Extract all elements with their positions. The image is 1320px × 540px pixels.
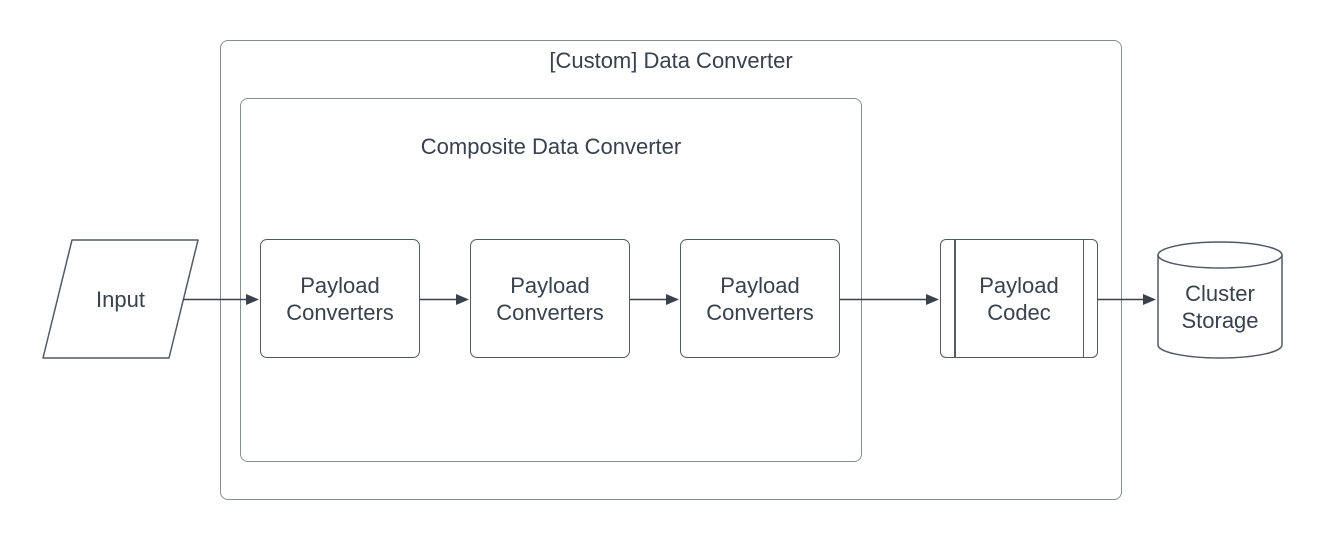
payload-converters-node-2: Payload Converters <box>470 239 630 358</box>
arrowhead-icon <box>666 294 679 305</box>
connector-converters2-to-converters3 <box>630 294 679 305</box>
cluster-storage-cylinder-body <box>1157 255 1283 359</box>
payload-converters-label-2: Payload Converters <box>496 272 604 325</box>
cluster-storage-node-label: Cluster Storage <box>1181 281 1259 333</box>
input-parallelogram-shape <box>42 239 199 359</box>
composite-data-converter-title: Composite Data Converter <box>420 134 682 159</box>
payload-codec-node: Payload Codec <box>940 239 1098 358</box>
connector-codec-to-storage <box>1098 294 1156 305</box>
payload-converters-node-1: Payload Converters <box>260 239 420 358</box>
codec-right-bar <box>1082 240 1084 357</box>
connector-converters3-to-codec <box>840 294 939 305</box>
arrowhead-icon <box>456 294 469 305</box>
cluster-storage-cylinder-top <box>1157 241 1283 269</box>
composite-data-converter-container: Composite Data Converter <box>240 98 862 462</box>
connector-input-to-converters1 <box>183 294 259 305</box>
payload-codec-label: Payload Codec <box>979 272 1059 325</box>
custom-data-converter-title: [Custom] Data Converter <box>549 48 793 73</box>
connector-converters1-to-converters2 <box>420 294 469 305</box>
arrowhead-icon <box>926 294 939 305</box>
arrowhead-icon <box>246 294 259 305</box>
arrowhead-icon <box>1143 294 1156 305</box>
payload-converters-label-1: Payload Converters <box>286 272 394 325</box>
input-node-label: Input <box>96 286 145 312</box>
custom-data-converter-container: [Custom] Data Converter <box>220 40 1122 500</box>
payload-converters-node-3: Payload Converters <box>680 239 840 358</box>
codec-left-bar <box>954 240 956 357</box>
payload-converters-label-3: Payload Converters <box>706 272 814 325</box>
